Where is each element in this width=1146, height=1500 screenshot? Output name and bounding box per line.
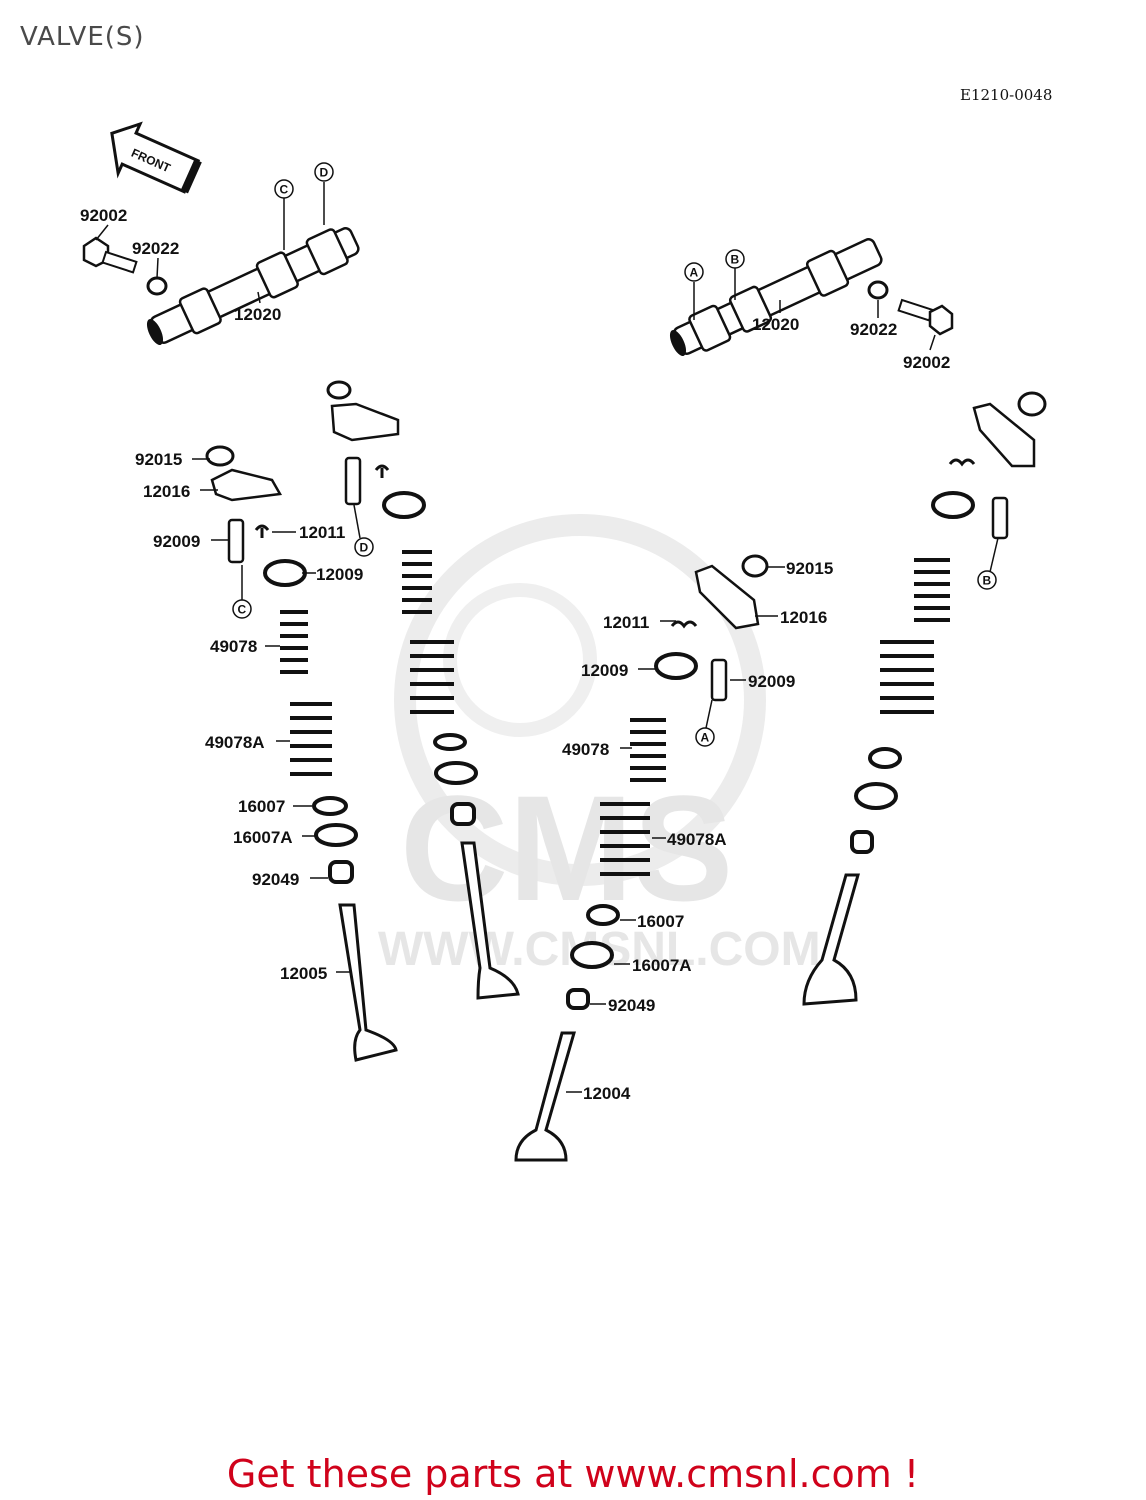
part-label[interactable]: 12020: [234, 305, 281, 324]
part-label[interactable]: 92049: [608, 996, 655, 1015]
footer-shop-link[interactable]: Get these parts at www.cmsnl.com !: [226, 1452, 920, 1496]
rocker-arm-icon: [210, 402, 1036, 630]
watermark: CMS WWW.CMSNL.COM: [378, 514, 821, 976]
ref-marker-c: C C: [232, 179, 294, 619]
part-label[interactable]: 12020: [752, 315, 799, 334]
camshaft-right[interactable]: [665, 233, 886, 363]
svg-text:D: D: [320, 166, 329, 180]
diagram-code: E1210-0048: [960, 86, 1053, 104]
part-label[interactable]: 16007: [637, 912, 684, 931]
bolt-icon: [867, 280, 954, 336]
part-label[interactable]: 16007A: [632, 956, 692, 975]
svg-text:A: A: [701, 731, 710, 745]
valve-spring-icon: [280, 550, 950, 876]
part-label[interactable]: 12016: [143, 482, 190, 501]
part-label[interactable]: 12004: [583, 1084, 631, 1103]
svg-text:B: B: [983, 574, 992, 588]
leader-lines: [95, 182, 999, 1093]
part-label[interactable]: 16007A: [233, 828, 293, 847]
part-label[interactable]: 16007: [238, 797, 285, 816]
spring-seat-icon: [312, 733, 902, 969]
bolt-icon: [82, 236, 168, 296]
part-label[interactable]: 49078: [210, 637, 257, 656]
part-label[interactable]: 49078A: [205, 733, 265, 752]
part-label[interactable]: 92002: [80, 206, 127, 225]
page-title: VALVE(S): [20, 22, 145, 52]
valve-icon: [338, 841, 860, 1162]
camshaft-left[interactable]: [142, 222, 363, 352]
part-label[interactable]: 12009: [581, 661, 628, 680]
nut-icon: [205, 380, 1047, 578]
stem-seal-icon: [328, 802, 874, 1010]
ref-marker-a: A A: [684, 262, 715, 747]
exploded-parts-diagram: CMS WWW.CMSNL.COM FRONT: [80, 121, 1047, 1162]
part-label[interactable]: 92002: [903, 353, 950, 372]
part-label[interactable]: 92015: [786, 559, 833, 578]
adjuster-screw-icon: [227, 456, 1009, 702]
part-label[interactable]: 12016: [780, 608, 827, 627]
ref-marker-b: B B: [725, 249, 997, 590]
part-label[interactable]: 49078: [562, 740, 609, 759]
svg-text:B: B: [731, 253, 740, 267]
svg-text:C: C: [238, 603, 247, 617]
svg-text:A: A: [690, 266, 699, 280]
svg-text:C: C: [280, 183, 289, 197]
part-label[interactable]: 12011: [299, 523, 345, 542]
part-label[interactable]: 12009: [316, 565, 363, 584]
ref-marker-d: D D: [314, 162, 374, 557]
valve-retainer-icon: [254, 458, 976, 680]
part-label[interactable]: 12011: [603, 613, 649, 632]
part-label[interactable]: 92009: [153, 532, 200, 551]
svg-text:D: D: [360, 541, 369, 555]
part-label[interactable]: 92049: [252, 870, 299, 889]
part-label[interactable]: 92015: [135, 450, 182, 469]
part-labels: 92002 92022 12020 12020 92022 92002 9201…: [80, 206, 950, 1103]
part-label[interactable]: 12005: [280, 964, 327, 983]
front-arrow-icon: FRONT: [110, 121, 202, 194]
part-label[interactable]: 92022: [850, 320, 897, 339]
part-label[interactable]: 92009: [748, 672, 795, 691]
part-label[interactable]: 49078A: [667, 830, 727, 849]
part-label[interactable]: 92022: [132, 239, 179, 258]
watermark-brand: CMS: [400, 764, 733, 932]
